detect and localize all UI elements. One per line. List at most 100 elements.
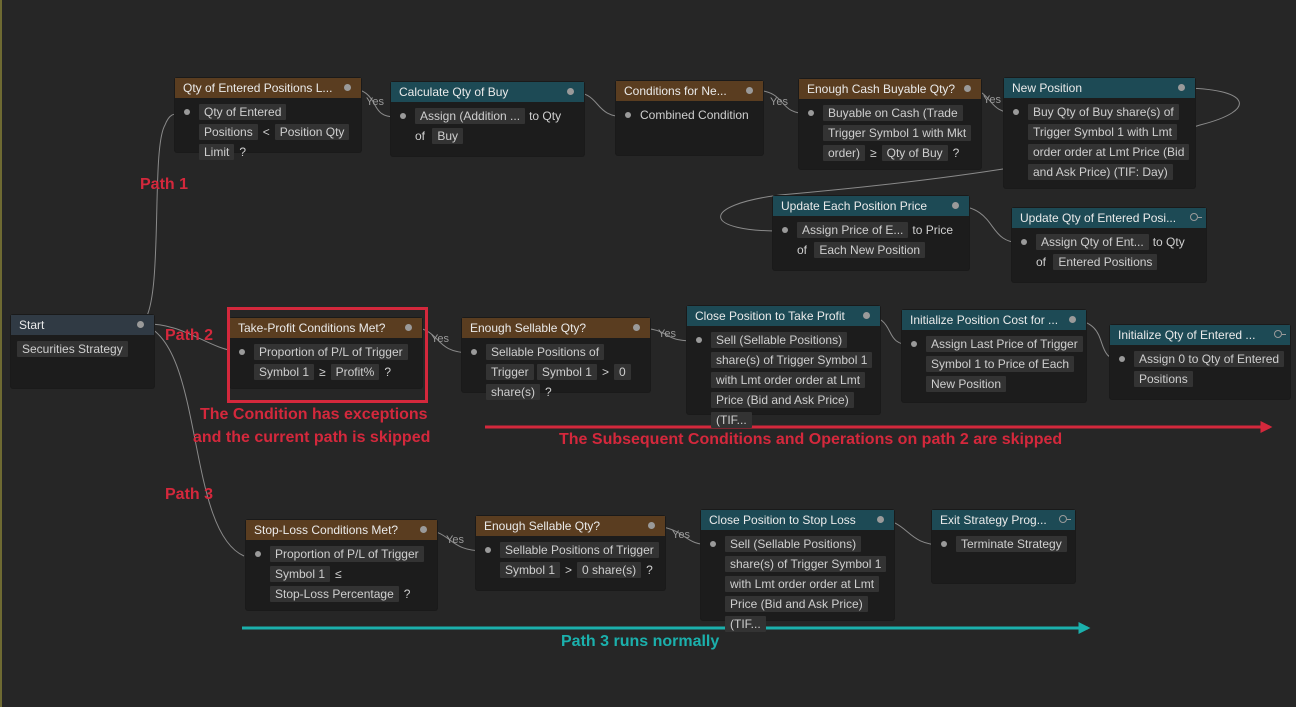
new-position-action[interactable]: Buy Qty of Buy share(s) of Trigger Symbo… (1028, 104, 1190, 180)
calculate-qty-source[interactable]: Assign (Addition ... (415, 108, 526, 124)
output-port[interactable] (746, 87, 753, 94)
input-port[interactable] (710, 541, 716, 547)
new-position-header: New Position (1004, 78, 1195, 98)
sellable2-operator: > (601, 365, 609, 379)
conditions-new-value[interactable]: Combined Condition (640, 108, 749, 122)
input-port[interactable] (941, 541, 947, 547)
input-port[interactable] (911, 341, 917, 347)
sellable3-threshold[interactable]: 0 share(s) (577, 562, 642, 578)
output-port[interactable] (633, 324, 640, 331)
input-port[interactable] (1021, 239, 1027, 245)
input-port[interactable] (1013, 109, 1019, 115)
output-port[interactable] (648, 522, 655, 529)
close-sl-action[interactable]: Sell (Sellable Positions) share(s) of Tr… (725, 536, 887, 632)
update-price-target[interactable]: Each New Position (814, 242, 926, 258)
qty-entered-condition-node[interactable]: Qty of Entered Positions L... Qty of Ent… (175, 78, 361, 160)
input-port[interactable] (625, 112, 631, 118)
sellable2-question: ? (545, 385, 552, 399)
output-port[interactable] (405, 324, 412, 331)
input-port[interactable] (808, 110, 814, 116)
sellable-qty-node-path3[interactable]: Enough Sellable Qty? Sellable Positions … (476, 516, 665, 590)
enough-cash-title: Enough Cash Buyable Qty? (807, 82, 956, 96)
output-port[interactable] (567, 88, 574, 95)
take-profit-operand-a[interactable]: Proportion of P/L of Trigger (254, 344, 408, 360)
sellable2-operand-b[interactable]: Symbol 1 (536, 364, 597, 380)
input-port[interactable] (485, 547, 491, 553)
update-qty-target[interactable]: Entered Positions (1053, 254, 1158, 270)
sellable3-operand-a[interactable]: Sellable Positions of Trigger (500, 542, 659, 558)
output-port[interactable] (344, 84, 351, 91)
input-port[interactable] (696, 337, 702, 343)
conditions-new-node[interactable]: Conditions for Ne... Combined Condition (616, 81, 763, 155)
close-take-profit-node[interactable]: Close Position to Take Profit Sell (Sell… (687, 306, 880, 428)
enough-cash-operand-b[interactable]: Qty of Buy (881, 145, 948, 161)
calculate-qty-header: Calculate Qty of Buy (391, 82, 584, 102)
output-port[interactable] (420, 526, 427, 533)
output-port[interactable] (877, 516, 884, 523)
init-position-cost-node[interactable]: Initialize Position Cost for ... Assign … (902, 310, 1086, 402)
input-port[interactable] (782, 227, 788, 233)
qty-entered-header: Qty of Entered Positions L... (175, 78, 361, 98)
stop-loss-operand-a[interactable]: Proportion of P/L of Trigger (270, 546, 424, 562)
output-port[interactable] (952, 202, 959, 209)
yes-label: Yes (431, 333, 449, 345)
conditions-new-header: Conditions for Ne... (616, 81, 763, 101)
update-qty-header: Update Qty of Entered Posi... (1012, 208, 1206, 228)
input-port[interactable] (1119, 356, 1125, 362)
qty-entered-title: Qty of Entered Positions L... (183, 81, 333, 95)
enough-cash-operand-a[interactable]: Buyable on Cash (Trade Trigger Symbol 1 … (823, 105, 972, 161)
stop-loss-condition-node[interactable]: Stop-Loss Conditions Met? Proportion of … (246, 520, 437, 610)
sellable-qty-node-path2[interactable]: Enough Sellable Qty? Sellable Positions … (462, 318, 650, 400)
start-node[interactable]: Start Securities Strategy (11, 315, 154, 388)
input-port[interactable] (239, 349, 245, 355)
enough-cash-question: ? (952, 146, 960, 160)
stop-loss-question: ? (403, 587, 411, 601)
stop-loss-operator: ≤ (335, 567, 342, 581)
close-stop-loss-node[interactable]: Close Position to Stop Loss Sell (Sellab… (701, 510, 894, 632)
stop-loss-operand-b[interactable]: Symbol 1 (270, 566, 331, 582)
take-profit-condition-node[interactable]: Take-Profit Conditions Met? Proportion o… (230, 318, 422, 388)
update-qty-to: to Qty of (1036, 235, 1185, 269)
input-port[interactable] (400, 113, 406, 119)
yes-label: Yes (658, 328, 676, 340)
calculate-qty-target[interactable]: Buy (432, 128, 464, 144)
calculate-qty-node[interactable]: Calculate Qty of Buy Assign (Addition ..… (391, 82, 584, 156)
update-qty-source[interactable]: Assign Qty of Ent... (1036, 234, 1149, 250)
init-qty-action[interactable]: Assign 0 to Qty of Entered Positions (1134, 351, 1285, 387)
start-node-title: Start (19, 318, 45, 332)
output-port[interactable] (1178, 84, 1185, 91)
path2-label: Path 2 (165, 327, 214, 344)
enough-cash-operator: ≥ (870, 146, 877, 160)
init-qty-entered-node[interactable]: Initialize Qty of Entered ... Assign 0 t… (1110, 325, 1290, 399)
new-position-node[interactable]: New Position Buy Qty of Buy share(s) of … (1004, 78, 1195, 188)
update-price-source[interactable]: Assign Price of E... (797, 222, 909, 238)
update-qty-entered-node[interactable]: Update Qty of Entered Posi... Assign Qty… (1012, 208, 1206, 282)
update-price-title: Update Each Position Price (781, 199, 928, 213)
update-position-price-node[interactable]: Update Each Position Price Assign Price … (773, 196, 969, 270)
stop-loss-title: Stop-Loss Conditions Met? (254, 523, 399, 537)
input-port[interactable] (255, 551, 261, 557)
init-qty-header: Initialize Qty of Entered ... (1110, 325, 1290, 345)
output-port[interactable] (964, 85, 971, 92)
take-profit-threshold[interactable]: Profit% (330, 364, 380, 380)
enough-cash-node[interactable]: Enough Cash Buyable Qty? Buyable on Cash… (799, 79, 981, 169)
sellable3-operand-b[interactable]: Symbol 1 (500, 562, 561, 578)
stop-loss-threshold[interactable]: Stop-Loss Percentage (270, 586, 399, 602)
input-port[interactable] (184, 109, 190, 115)
new-position-title: New Position (1012, 81, 1083, 95)
exit-strategy-node[interactable]: Exit Strategy Prog... Terminate Strategy (932, 510, 1075, 583)
close-tp-action[interactable]: Sell (Sellable Positions) share(s) of Tr… (711, 332, 873, 428)
output-port[interactable] (863, 312, 870, 319)
init-cost-action[interactable]: Assign Last Price of Trigger Symbol 1 to… (926, 336, 1083, 392)
output-port[interactable] (1069, 316, 1076, 323)
input-port[interactable] (471, 349, 477, 355)
init-qty-title: Initialize Qty of Entered ... (1118, 328, 1256, 342)
qty-entered-operand-a[interactable]: Qty of Entered Positions (199, 104, 287, 140)
output-port[interactable] (137, 321, 144, 328)
take-profit-highlight-box (227, 307, 428, 403)
exit-action[interactable]: Terminate Strategy (956, 536, 1067, 552)
exception-note-line1: The Condition has exceptions (200, 406, 428, 423)
yes-label: Yes (366, 96, 384, 108)
take-profit-operand-b[interactable]: Symbol 1 (254, 364, 315, 380)
close-sl-title: Close Position to Stop Loss (709, 513, 856, 527)
